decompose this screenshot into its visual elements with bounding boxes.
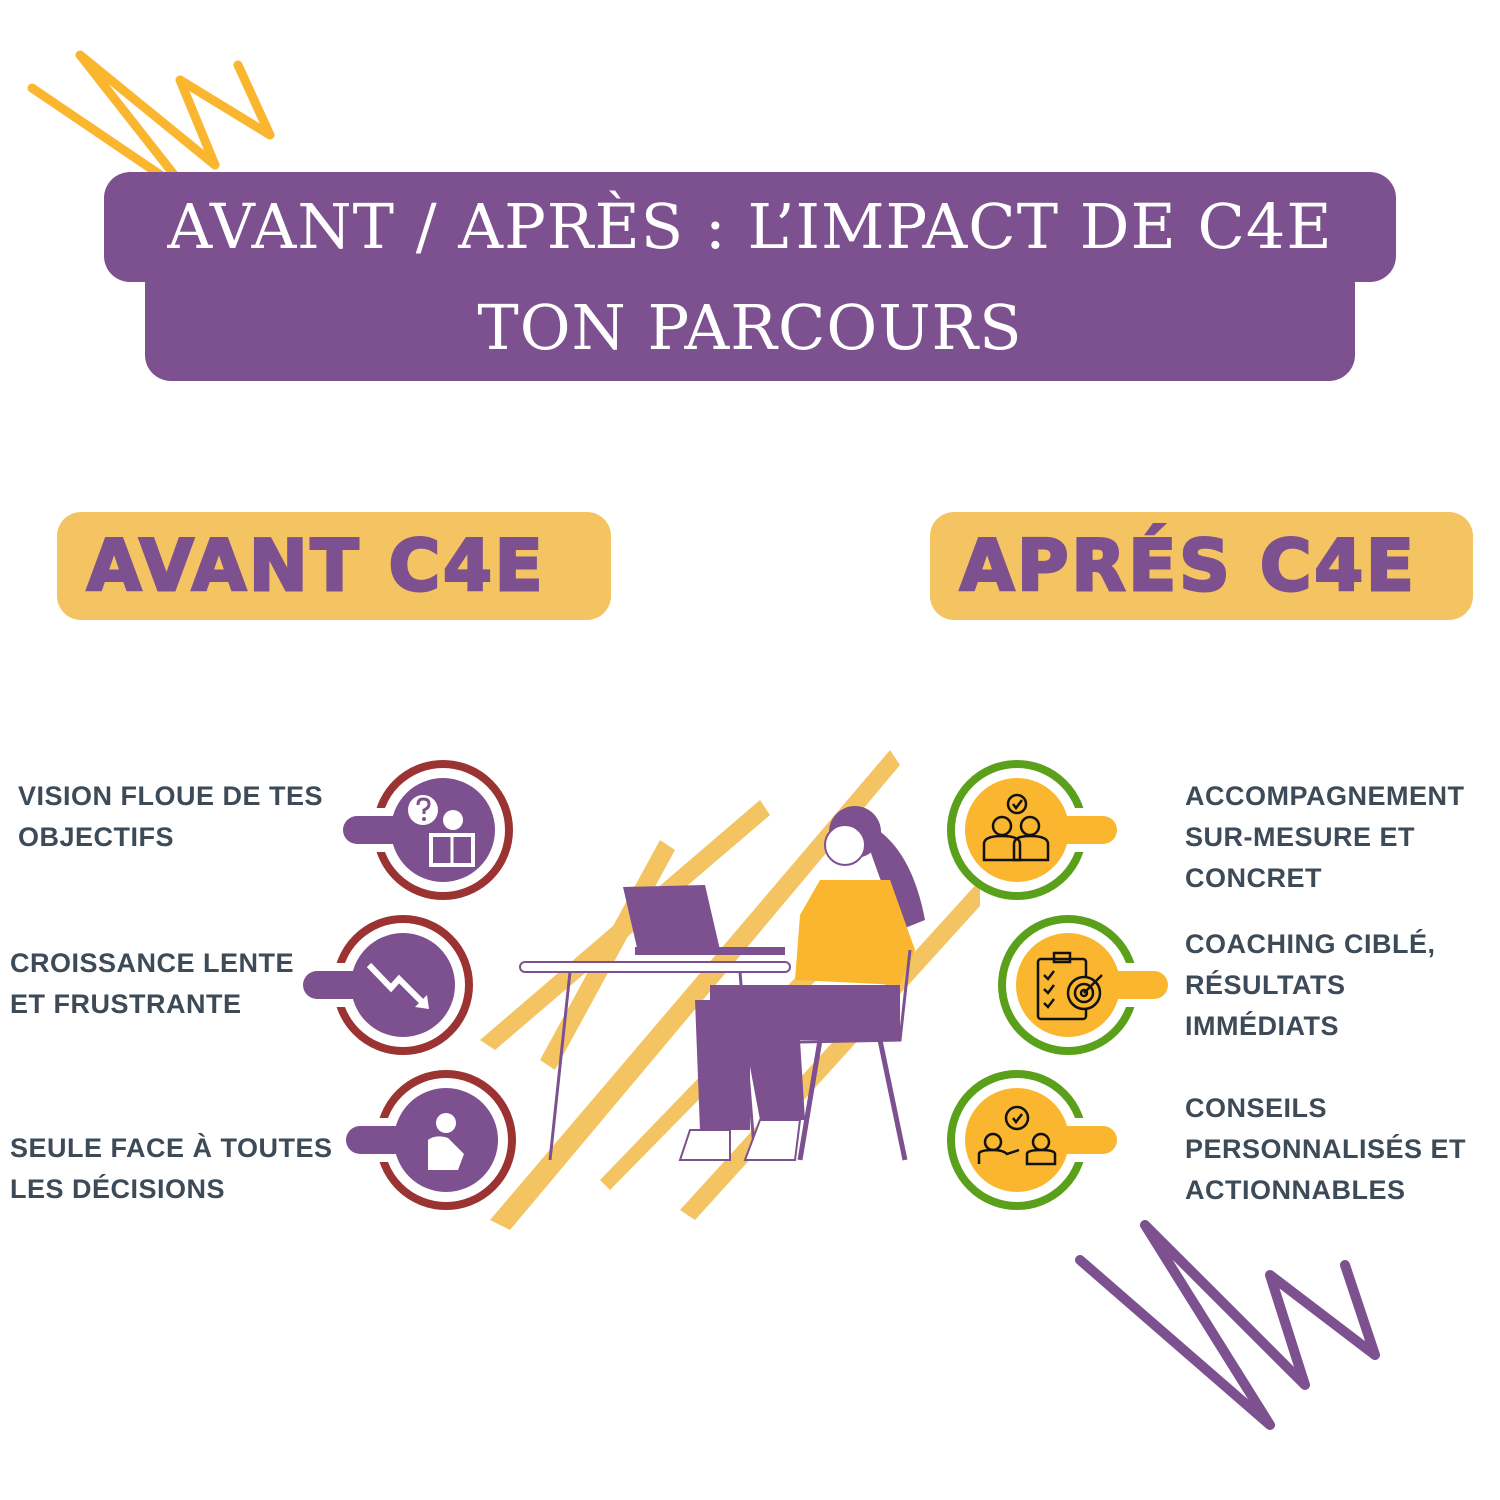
before-item-2-badge — [300, 919, 469, 1051]
text-line: CONCRET — [1185, 863, 1322, 893]
title-line-1: AVANT / APRÈS : L’IMPACT DE C4E SUR — [104, 172, 1396, 282]
after-heading: APRÉS C4E — [930, 512, 1473, 620]
text-line: CONSEILS — [1185, 1093, 1328, 1123]
before-item-2-text: CROISSANCE LENTE ET FRUSTRANTE — [10, 943, 294, 1025]
text-line: RÉSULTATS — [1185, 970, 1346, 1000]
team-check-icon — [982, 793, 1050, 862]
before-icons — [300, 740, 540, 1220]
before-item-3-badge — [336, 1074, 512, 1206]
text-line: PERSONNALISÉS ET — [1185, 1134, 1467, 1164]
text-line: COACHING CIBLÉ, — [1185, 929, 1436, 959]
laptop — [623, 885, 720, 952]
purple-squiggle — [1075, 1220, 1380, 1430]
text-line: LES DÉCISIONS — [10, 1174, 226, 1204]
after-item-3-text: CONSEILS PERSONNALISÉS ET ACTIONNABLES — [1185, 1088, 1466, 1211]
text-line: CROISSANCE LENTE — [10, 948, 295, 978]
text-line: ET FRUSTRANTE — [10, 989, 242, 1019]
woman-body — [795, 880, 915, 985]
after-icons — [930, 740, 1190, 1220]
desk — [519, 961, 791, 973]
woman-at-laptop-illustration — [480, 750, 980, 1230]
before-item-1-text: VISION FLOUE DE TES OBJECTIFS — [18, 776, 323, 858]
after-item-1-badge — [951, 764, 1127, 896]
text-line: VISION FLOUE DE TES — [18, 781, 324, 811]
advice-people-icon — [977, 1105, 1057, 1166]
text-line: SUR-MESURE ET — [1185, 822, 1416, 852]
text-line: ACTIONNABLES — [1185, 1175, 1406, 1205]
before-heading: AVANT C4E — [57, 512, 611, 620]
after-item-3-badge — [951, 1074, 1127, 1206]
trend-down-icon — [366, 962, 429, 1009]
lonely-person-icon — [428, 1113, 464, 1170]
title-line-2: TON PARCOURS ENTREPRENEURIAL — [145, 282, 1355, 381]
question-reading-person-icon — [408, 795, 475, 867]
text-line: IMMÉDIATS — [1185, 1011, 1339, 1041]
before-item-1-badge — [333, 764, 509, 896]
before-item-3-text: SEULE FACE À TOUTES LES DÉCISIONS — [10, 1128, 333, 1210]
after-item-2-badge — [1002, 919, 1178, 1051]
clipboard-target-icon — [1036, 951, 1103, 1021]
text-line: ACCOMPAGNEMENT — [1185, 781, 1465, 811]
text-line: OBJECTIFS — [18, 822, 175, 852]
after-item-2-text: COACHING CIBLÉ, RÉSULTATS IMMÉDIATS — [1185, 924, 1436, 1047]
after-item-1-text: ACCOMPAGNEMENT SUR-MESURE ET CONCRET — [1185, 776, 1465, 899]
text-line: SEULE FACE À TOUTES — [10, 1133, 333, 1163]
